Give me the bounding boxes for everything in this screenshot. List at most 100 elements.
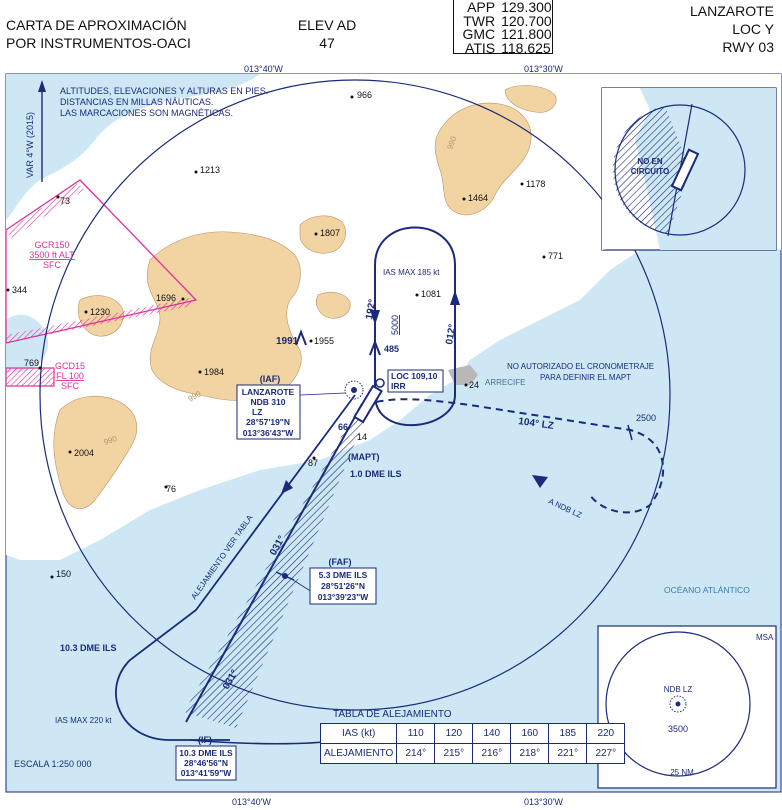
if-lon: 013°41'59"W <box>181 768 233 778</box>
gcd15-boundary <box>6 367 55 387</box>
faf-lat: 28°51'26"N <box>321 581 365 591</box>
elev-label: ELEV AD <box>297 17 357 33</box>
elev-value: 47 <box>319 35 335 51</box>
track-cell: 214° <box>396 743 436 764</box>
loc-box <box>387 369 444 393</box>
chart-title: CARTA DE APROXIMACIÓN POR INSTRUMENTOS-O… <box>6 16 191 52</box>
holding-speed-limit: IAS MAX 185 kt <box>383 268 440 277</box>
airspace-upper: 3500 ft ALT <box>29 250 75 260</box>
msa-inset: MSA NDB LZ 3500 25 NM <box>597 625 777 789</box>
loc-ident: IRR <box>391 381 406 391</box>
spot-elevation: 344 <box>12 285 27 295</box>
table-row: ALEJAMIENTO 214° 215° 216° 218° 221° 227… <box>319 743 626 764</box>
track-cell: 215° <box>434 743 474 764</box>
island-patch <box>316 292 351 319</box>
if-box <box>175 745 237 781</box>
obstacle-elevation: 66 <box>338 422 348 432</box>
msa-ndb-dot <box>675 701 681 707</box>
coord-label: 013°30'W <box>524 797 563 807</box>
spot-elevation: 1955 <box>314 336 334 346</box>
land-area <box>6 74 781 560</box>
spot-elevation: 76 <box>166 484 176 494</box>
ocean-name: OCÉANO ATLÁNTICO <box>664 585 750 595</box>
no-circling-label: CIRCUITO <box>631 167 670 176</box>
mapt-title: (MAPT) <box>348 452 380 462</box>
missed-altitude: 2500 <box>636 413 656 423</box>
scale-label: ESCALA 1:250 000 <box>14 759 92 769</box>
ias-cell: 110 <box>396 723 436 744</box>
sea-inlet <box>6 74 260 220</box>
spot-elevation: 966 <box>357 90 372 100</box>
obstacle-symbol <box>369 339 381 356</box>
msa-ndb-symbol <box>669 695 687 713</box>
msa-radius: 25 NM <box>670 768 694 777</box>
highest-elevation: 1991 <box>276 336 299 347</box>
chart-title-line2: POR INSTRUMENTOS-OACI <box>6 35 191 51</box>
iaf-leader-line <box>299 392 346 396</box>
freq-row: APP 129.300 <box>454 0 552 15</box>
island-patch <box>434 102 532 216</box>
holding-arrow <box>450 290 460 305</box>
freq-value: 129.300 <box>501 0 552 15</box>
iaf-title: (IAF) <box>260 374 281 384</box>
ias-cell: 160 <box>510 723 550 744</box>
procedure-id: LANZAROTE LOC Y RWY 03 <box>690 2 774 56</box>
procedure-turn-distance: 10.3 DME ILS <box>60 643 117 653</box>
spot-elevation: 1807 <box>320 228 340 238</box>
spot-elevations: 966 1213 1807 1464 1178 771 1081 1696 12… <box>6 90 563 579</box>
ias-cell: 140 <box>472 723 512 744</box>
gcr150-hatch <box>6 298 192 343</box>
coordinate-ticks: 013°40'W 013°30'W 013°40'W 013°30'W <box>232 64 563 807</box>
airport-name: LANZAROTE <box>689 3 774 19</box>
final-approach-protection <box>184 412 368 728</box>
table-row: IAS (kt) 110 120 140 160 185 220 <box>319 723 626 744</box>
spot-elevation: 1213 <box>200 165 220 175</box>
outbound-track <box>115 394 356 741</box>
airspace-lower: SFC <box>61 381 80 391</box>
holding-pattern <box>374 226 456 427</box>
track-cell: 221° <box>548 743 588 764</box>
outbound-arrow <box>281 480 293 494</box>
ndb-lz-symbol <box>344 380 364 400</box>
spot-elevation: 1081 <box>421 289 441 299</box>
contour-label: 990 <box>103 434 119 447</box>
area-circle <box>39 79 671 711</box>
general-notes: ALTITUDES, ELEVACIONES Y ALTURAS EN PIES… <box>25 86 268 178</box>
airspace-labels: GCR150 3500 ft ALT SFC GCD15 FL 100 SFC <box>29 240 85 391</box>
chart-title-line1: CARTA DE APROXIMACIÓN <box>6 17 187 33</box>
holding-altitude: 5000 <box>390 315 400 335</box>
spot-elevation: 1230 <box>90 307 110 317</box>
spot-elevation: 73 <box>60 196 70 206</box>
procedure-labels: IAS MAX 185 kt 012° 192° 5000 (IAF) LANZ… <box>55 268 750 781</box>
airspace-id: GCD15 <box>55 361 85 371</box>
coord-label: 013°40'W <box>232 797 271 807</box>
missed-course-label: 104° LZ <box>518 416 555 432</box>
runway-name: RWY 03 <box>722 39 774 55</box>
island-patch <box>299 215 346 254</box>
note-line: ALTITUDES, ELEVACIONES Y ALTURAS EN PIES… <box>60 86 268 96</box>
town-name: ARRECIFE <box>485 378 525 387</box>
msa-title: MSA <box>756 633 774 642</box>
freq-name: APP <box>467 0 496 15</box>
if-lat: 28°46'56"N <box>184 758 228 768</box>
track-cell: 218° <box>510 743 550 764</box>
spot-elevation: 1464 <box>468 193 488 203</box>
iaf-ident: LZ <box>252 407 262 417</box>
track-cell: 227° <box>586 743 626 764</box>
magnetic-variation: VAR 4°W (2015) <box>25 112 35 178</box>
no-circling-label: NO EN <box>637 157 663 166</box>
table-header: IAS (kt) <box>319 723 398 744</box>
loc-symbol <box>375 378 385 388</box>
missed-approach-fix-tick <box>627 424 633 441</box>
spot-elevation: 24 <box>469 380 479 390</box>
note-line: DISTANCIAS EN MILLAS NÁUTICAS. <box>60 97 213 107</box>
spot-elevation: 150 <box>56 569 71 579</box>
iaf-ndb: NDB 310 <box>251 397 286 407</box>
iaf-lon: 013°36'43"W <box>243 428 295 438</box>
spot-elevation: 769 <box>24 358 39 368</box>
island-patch <box>504 85 557 113</box>
outbound-table-title: TABLA DE ALEJAMIENTO <box>333 709 452 720</box>
contour-label: 990 <box>445 135 458 151</box>
